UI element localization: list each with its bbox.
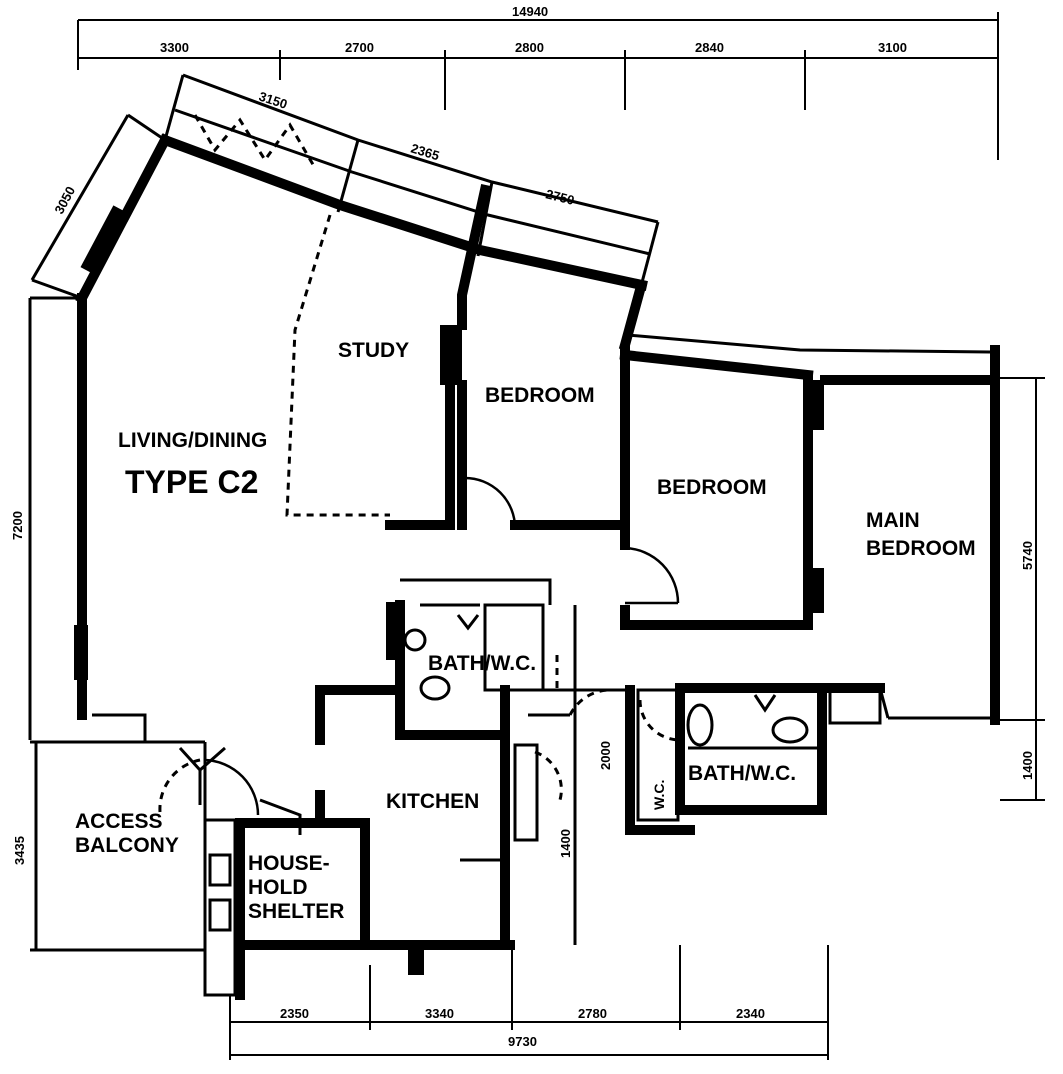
main-bedroom-walls (820, 345, 1045, 801)
dim-right-upper: 5740 (1020, 541, 1035, 570)
dim-bottom-2: 3340 (425, 1006, 454, 1021)
label-wc-small: W.C. (651, 780, 667, 810)
dim-bottom-overall: 9730 (508, 1034, 537, 1049)
label-shelter-1: HOUSE- (248, 852, 330, 875)
angled-facade (30, 73, 660, 305)
dim-bottom-4: 2340 (736, 1006, 765, 1021)
dim-top-5: 3100 (878, 40, 907, 55)
dim-angled-3: 2750 (544, 186, 576, 208)
label-type: TYPE C2 (125, 464, 258, 500)
label-main-bedroom-2: BEDROOM (866, 537, 976, 560)
dim-top-3: 2800 (515, 40, 544, 55)
dim-inner-kitchen-2: 1400 (558, 829, 573, 858)
label-shelter-2: HOLD (248, 876, 308, 899)
top-dimension-lines (77, 12, 999, 160)
dim-left-lower: 3435 (12, 836, 27, 865)
access-balcony-door (158, 746, 260, 816)
dim-top-4: 2840 (695, 40, 724, 55)
label-bath-wc-2: BATH/W.C. (688, 762, 796, 785)
dim-left-angled: 3050 (51, 184, 78, 217)
dim-top-2: 2700 (345, 40, 374, 55)
label-study: STUDY (338, 339, 409, 362)
label-shelter-3: SHELTER (248, 900, 344, 923)
household-shelter (203, 742, 370, 1000)
dim-top-overall: 14940 (512, 4, 548, 19)
dim-right-lower: 1400 (1020, 751, 1035, 780)
study-room (285, 214, 462, 530)
label-bedroom-2: BEDROOM (657, 476, 767, 499)
label-bath-wc-1: BATH/W.C. (428, 652, 536, 675)
left-walls (28, 293, 205, 952)
bedroom-2-walls (619, 333, 991, 630)
label-access-balcony-2: BALCONY (75, 834, 179, 857)
dim-inner-kitchen: 2000 (598, 741, 613, 770)
label-kitchen: KITCHEN (386, 790, 479, 813)
bottom-dimension-lines (229, 945, 829, 1060)
bedroom-1-walls (457, 184, 647, 530)
label-bedroom-1: BEDROOM (485, 384, 595, 407)
label-main-bedroom-1: MAIN (866, 509, 920, 532)
label-living-dining: LIVING/DINING (118, 429, 267, 452)
dim-bottom-3: 2780 (578, 1006, 607, 1021)
dim-left-vertical: 7200 (10, 511, 25, 540)
bath-2 (625, 683, 890, 835)
dim-top-1: 3300 (160, 40, 189, 55)
dim-bottom-1: 2350 (280, 1006, 309, 1021)
label-access-balcony-1: ACCESS (75, 810, 163, 833)
bath-1 (386, 578, 577, 945)
